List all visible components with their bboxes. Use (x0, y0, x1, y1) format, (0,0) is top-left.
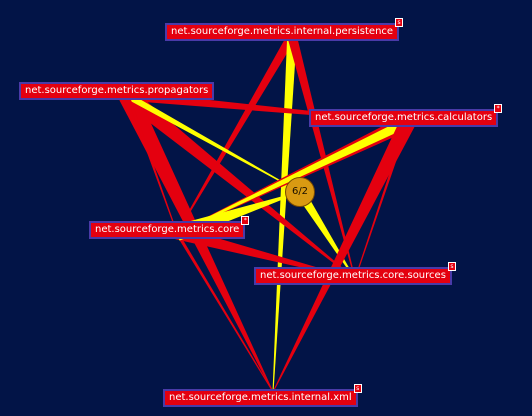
node-badge: * (241, 216, 250, 225)
node-label: net.sourceforge.metrics.calculators (315, 112, 493, 123)
node-calculators[interactable]: net.sourceforge.metrics.calculators * (309, 104, 503, 127)
node-propagators[interactable]: net.sourceforge.metrics.propagators (19, 82, 215, 100)
edge-persistence-core (176, 33, 297, 234)
graph-hub-node[interactable]: 6/2 (285, 177, 315, 207)
edge-core-sources (175, 226, 356, 280)
edge-calculators-core (176, 117, 411, 234)
node-badge: s (447, 262, 456, 271)
edge-calculators-xml (272, 118, 416, 393)
node-label: net.sourceforge.metrics.internal.persist… (171, 26, 394, 37)
node-badge: s (395, 18, 404, 27)
node-label: net.sourceforge.metrics.internal.xml (169, 392, 352, 403)
node-badge: * (494, 104, 503, 113)
edge-persistence-sources (287, 34, 356, 280)
node-core[interactable]: net.sourceforge.metrics.core * (89, 216, 250, 239)
node-label: net.sourceforge.metrics.core.sources (260, 270, 446, 281)
node-badge: s (353, 384, 362, 393)
node-internal-xml[interactable]: net.sourceforge.metrics.internal.xml s (163, 384, 362, 407)
node-internal-persistence[interactable]: net.sourceforge.metrics.internal.persist… (165, 18, 404, 41)
edge-propagators-sources (123, 89, 356, 280)
node-label: net.sourceforge.metrics.core (95, 224, 240, 235)
node-label: net.sourceforge.metrics.propagators (25, 85, 209, 96)
edge-core-xml (175, 232, 274, 393)
edge-propagators-hub (126, 93, 301, 193)
edge-persistence-xml (272, 35, 297, 392)
node-core-sources[interactable]: net.sourceforge.metrics.core.sources s (254, 262, 456, 285)
edge-propagators-core (126, 95, 178, 234)
